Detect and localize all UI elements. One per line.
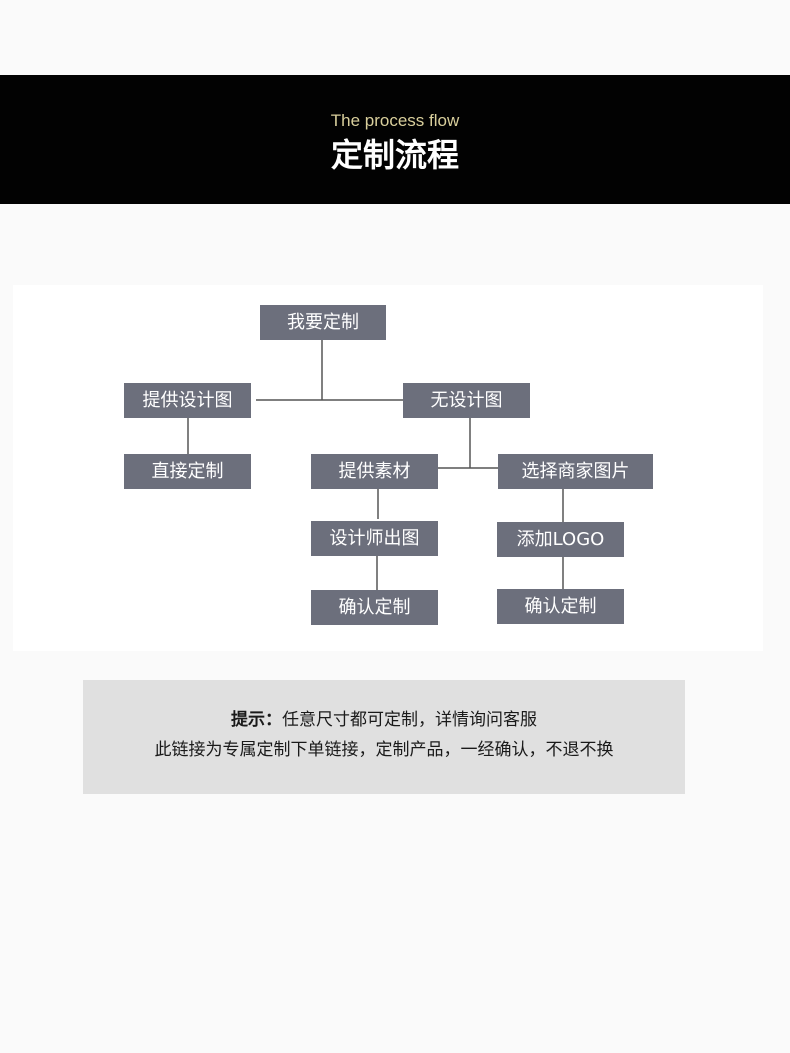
notice-line-2: 此链接为专属定制下单链接，定制产品，一经确认，不退不换 [154, 740, 614, 760]
node-designer-draws: 设计师出图 [311, 521, 438, 556]
node-provide-design: 提供设计图 [124, 383, 251, 418]
node-add-logo: 添加LOGO [497, 522, 624, 557]
node-provide-material: 提供素材 [311, 454, 438, 489]
node-choose-merchant-image: 选择商家图片 [498, 454, 653, 489]
notice-box: 提示：任意尺寸都可定制，详情询问客服 此链接为专属定制下单链接，定制产品，一经确… [83, 680, 685, 794]
node-confirm-custom-b: 确认定制 [497, 589, 624, 624]
notice-line-1: 提示：任意尺寸都可定制，详情询问客服 [83, 707, 685, 733]
node-no-design: 无设计图 [403, 383, 530, 418]
header-title: 定制流程 [330, 136, 459, 174]
node-root: 我要定制 [260, 305, 386, 340]
notice-text-1: 任意尺寸都可定制，详情询问客服 [282, 710, 537, 730]
notice-label: 提示： [231, 710, 282, 730]
node-confirm-custom-a: 确认定制 [311, 590, 438, 625]
header-subtitle: The process flow [330, 111, 460, 130]
header-banner [0, 75, 790, 204]
node-direct-custom: 直接定制 [124, 454, 251, 489]
